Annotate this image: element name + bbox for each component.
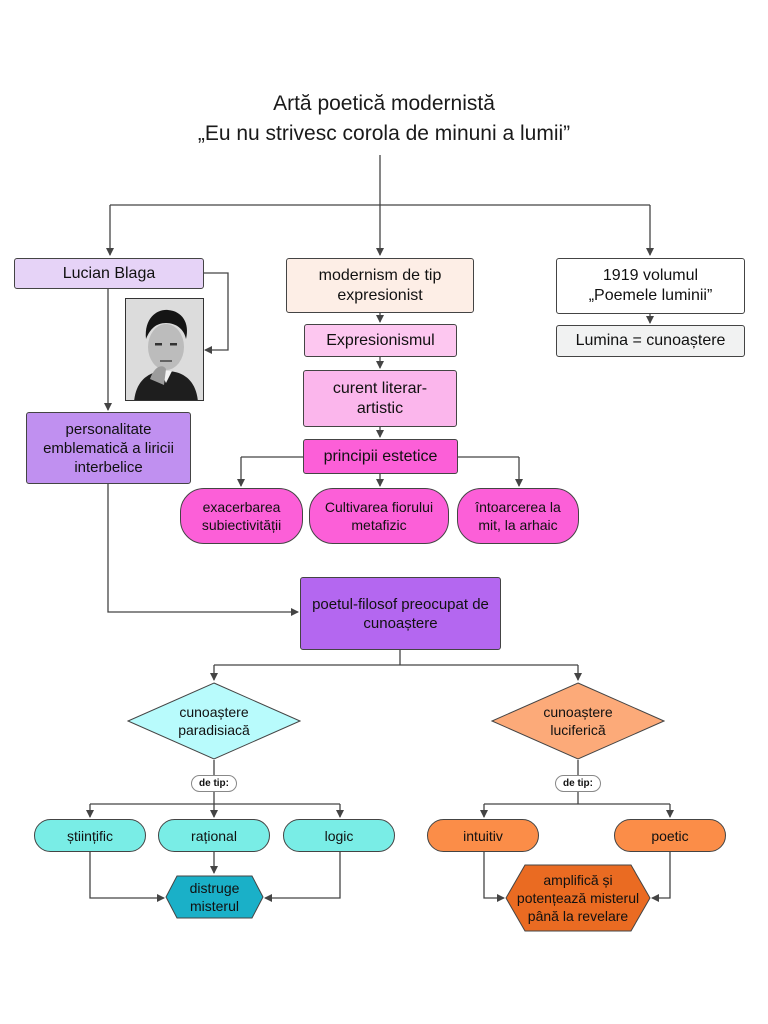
destroys-line1: distruge [189, 880, 240, 896]
author-box: Lucian Blaga [14, 258, 204, 289]
luciferic-knowledge-diamond: cunoaștere luciferică [491, 682, 665, 760]
hexagon-shape [165, 875, 264, 919]
volume-box: 1919 volumul „Poemele luminii” [556, 258, 745, 314]
type-rational: rațional [158, 819, 270, 852]
diamond-shape [491, 682, 665, 760]
amplifies-line1: amplifică și [543, 872, 613, 888]
amplifies-line2: potențează misterul [516, 890, 640, 906]
amplifies-line3: până la revelare [527, 908, 629, 924]
diagram-title-line1: Artă poetică modernistă [273, 92, 495, 115]
luciferic-label-line1: cunoaștere [543, 704, 613, 720]
portrait-photo [125, 298, 204, 401]
diagram-title-line2: „Eu nu strivesc corola de minuni a lumii… [197, 122, 571, 145]
personality-box: personalitate emblematică a liricii inte… [26, 412, 191, 484]
paradisiac-label-line2: paradisiacă [178, 722, 250, 738]
type-logical: logic [283, 819, 395, 852]
luciferic-label-line2: luciferică [550, 722, 606, 738]
hexagon-shape [505, 864, 651, 932]
principle-subjectivity: exacerbarea subiectivității [180, 488, 303, 544]
portrait-icon [126, 299, 203, 400]
volume-title-line: „Poemele luminii” [588, 287, 713, 304]
destroys-mystery-hexagon: distruge misterul [165, 875, 264, 919]
destroys-line2: misterul [189, 898, 239, 914]
luciferic-type-tag: de tip: [555, 775, 601, 792]
modernism-box: modernism de tip expresionist [286, 258, 474, 313]
principle-myth: întoarcerea la mit, la arhaic [457, 488, 579, 544]
amplifies-mystery-hexagon: amplifică și potențează misterul până la… [505, 864, 651, 932]
paradisiac-type-tag: de tip: [191, 775, 237, 792]
light-knowledge-box: Lumina = cunoaștere [556, 325, 745, 357]
type-intuitive: intuitiv [427, 819, 539, 852]
paradisiac-label-line1: cunoaștere [179, 704, 249, 720]
type-poetic: poetic [614, 819, 726, 852]
diamond-shape [127, 682, 301, 760]
volume-year-line: 1919 volumul [602, 267, 699, 284]
principle-metaphysical: Cultivarea fiorului metafizic [309, 488, 449, 544]
poet-philosopher-box: poetul-filosof preocupat de cunoaștere [300, 577, 501, 650]
aesthetic-principles-box: principii estetice [303, 439, 458, 474]
paradisiac-knowledge-diamond: cunoaștere paradisiacă [127, 682, 301, 760]
literary-current-box: curent literar-artistic [303, 370, 457, 427]
type-scientific: științific [34, 819, 146, 852]
expressionism-box: Expresionismul [304, 324, 457, 357]
